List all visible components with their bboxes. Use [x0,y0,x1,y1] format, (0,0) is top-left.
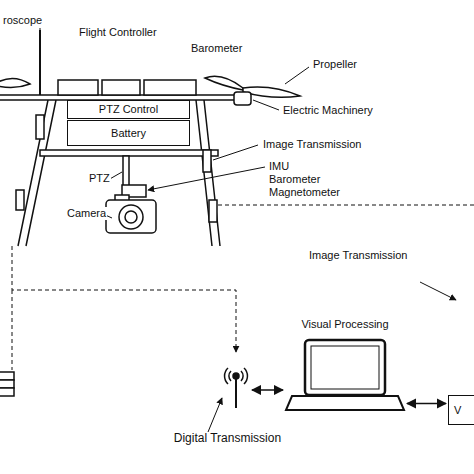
flight-controller-box [102,80,140,95]
leg-module [16,190,24,210]
ground-device [0,372,14,380]
bottom-plate [40,150,218,156]
camera-lens-inner [125,211,137,223]
dashed-link [218,205,474,206]
dashed-link [12,290,13,370]
laptop-display [311,346,379,389]
leader-arrow [148,167,265,190]
left-leg [18,100,56,246]
leg-module [209,200,217,222]
digital-transmission-antenna: Digital Transmission [222,370,250,410]
signal-arrow [420,282,456,300]
leader-line [213,145,258,160]
right-leg [196,100,220,246]
camera-lens [119,205,143,229]
leader-line [253,100,279,110]
leader-line [285,67,309,84]
component-label: Propeller [312,58,358,71]
ptz-rod [123,156,129,186]
node-text: PTZ Control [99,103,158,116]
camera-body [106,200,156,233]
signal-label: Image Transmission [308,249,408,262]
battery-box: Battery [67,120,190,146]
gyroscope-box [58,80,98,95]
leader-line [40,28,41,30]
ground-device [0,380,14,388]
dashed-link [12,246,236,352]
component-label: Flight Controller [78,26,158,39]
component-label: Electric Machinery [282,104,374,117]
connector-arrow [407,403,446,405]
antenna-tip [233,373,239,379]
antenna-waves [225,368,248,384]
visual-processing-laptop: Visual Processing [285,316,405,412]
laptop-base [286,396,404,410]
leader-arrow [208,398,222,432]
electric-machinery [234,92,251,105]
v-box: V [448,395,474,425]
ptz-control-box: PTZ Control [67,100,190,119]
leg-module [36,115,44,139]
gyroscope-mast [39,30,41,95]
component-label: Image Transmission [262,138,362,151]
laptop-screen [305,340,385,395]
component-label: Camera [66,207,107,220]
node-text: Digital Transmission [174,432,281,446]
image-transmission-module [203,150,211,172]
component-label: roscope [2,14,43,27]
antenna-mast [235,378,237,408]
node-text: Battery [111,127,146,140]
component-label: Barometer [190,42,243,55]
sensor-label: Barometer [268,173,321,186]
right-propeller-blade [205,76,243,90]
sensor-label: IMU [268,160,290,173]
left-propeller [0,78,30,87]
connector-arrow [252,389,283,391]
component-label: PTZ [88,172,111,185]
node-text: Visual Processing [301,318,388,331]
node-text: V [454,404,461,417]
ground-device [0,388,14,396]
barometer-box [144,80,196,95]
sensor-label: Magnetometer [268,186,341,199]
